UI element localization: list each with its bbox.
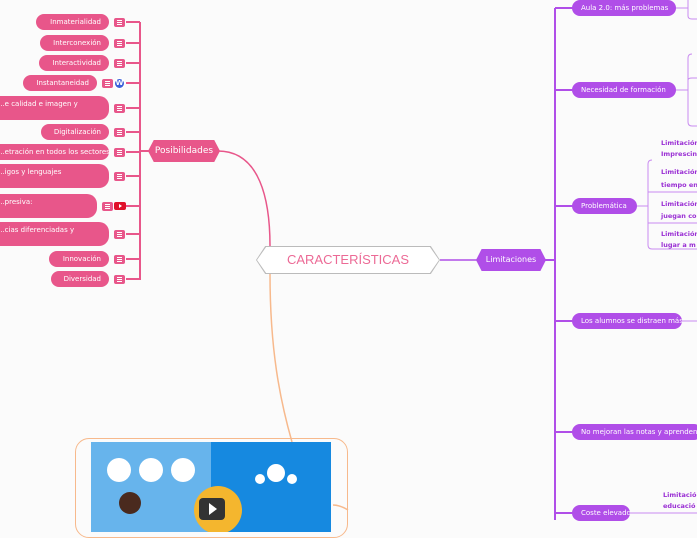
limitacion-line1: Limitación (661, 230, 697, 238)
printer-icon (107, 458, 131, 482)
subtopic-instantaneidad[interactable]: Instantaneidad (23, 75, 97, 91)
central-topic-label: CARACTERÍSTICAS (257, 247, 439, 273)
note-icon[interactable] (114, 148, 125, 157)
limitacion-line2: juegan co (661, 212, 697, 220)
topic-limitaciones[interactable]: Limitaciones (476, 249, 546, 271)
limitacion-item[interactable]: Limitación juegan co (661, 199, 697, 222)
team-icon-left (255, 474, 265, 484)
subtopic-problematica[interactable]: Problemática (572, 198, 637, 214)
subtopic-diferenciadas[interactable]: ...cias diferenciadas y (0, 222, 109, 246)
subtopic-codigos-lenguajes[interactable]: ...igos y lenguajes (0, 164, 109, 188)
central-topic[interactable]: CARACTERÍSTICAS (256, 246, 440, 274)
limitacion-line2: lugar a m (661, 241, 696, 249)
subtopic-interconexion[interactable]: Interconexión (40, 35, 109, 51)
note-icon[interactable] (102, 79, 113, 88)
note-icon[interactable] (114, 128, 125, 137)
note-icon[interactable] (114, 230, 125, 239)
subtopic-calidad-imagen[interactable]: ...e calidad e imagen y (0, 96, 109, 120)
limitacion-line1: Limitación (661, 168, 697, 176)
subtopic-no-mejoran-notas[interactable]: No mejoran las notas y aprenden (572, 424, 697, 440)
subtopic-aula-20[interactable]: Aula 2.0: más problemas (572, 0, 676, 16)
limitacion-item[interactable]: Limitación lugar a m (661, 229, 697, 251)
subtopic-penetracion-sectores[interactable]: ...etración en todos los sectores (0, 144, 109, 160)
limitacion-line2: educació (663, 502, 696, 510)
subtopic-innovacion[interactable]: Innovación (49, 251, 109, 267)
subtopic-expresiva[interactable]: ...presiva: (0, 194, 97, 218)
limitacion-line2: tiempo en (661, 181, 697, 189)
team-icon (267, 464, 285, 482)
limitacion-item[interactable]: Limitació educació (663, 490, 696, 512)
youtube-icon[interactable] (114, 202, 126, 210)
note-icon[interactable] (114, 39, 125, 48)
video-thumbnail[interactable] (91, 442, 331, 532)
note-icon[interactable] (114, 104, 125, 113)
subtopic-alumnos-distraen[interactable]: Los alumnos se distraen más (572, 313, 682, 329)
note-icon[interactable] (114, 275, 125, 284)
phone-icon (171, 458, 195, 482)
subtopic-interactividad[interactable]: Interactividad (39, 55, 109, 71)
character-illustration (119, 492, 141, 514)
subtopic-digitalizacion[interactable]: Digitalización (41, 124, 109, 140)
note-icon[interactable] (102, 202, 113, 211)
wordpress-icon[interactable]: W (114, 78, 125, 89)
limitacion-line1: Limitación (661, 200, 697, 208)
limitacion-item[interactable]: Limitación tiempo en (661, 167, 697, 191)
note-icon[interactable] (114, 18, 125, 27)
limitacion-line2: Imprescin (661, 150, 697, 158)
play-icon[interactable] (199, 498, 225, 520)
subtopic-necesidad-formacion[interactable]: Necesidad de formación (572, 82, 676, 98)
note-icon[interactable] (114, 255, 125, 264)
note-icon[interactable] (114, 172, 125, 181)
connector-lines (126, 0, 697, 520)
team-icon-right (287, 474, 297, 484)
limitacion-line1: Limitación (661, 139, 697, 147)
subtopic-diversidad[interactable]: Diversidad (51, 271, 109, 287)
note-icon[interactable] (114, 59, 125, 68)
subtopic-coste-elevado[interactable]: Coste elevado (572, 505, 630, 521)
wifi-icon (139, 458, 163, 482)
limitacion-line1: Limitació (663, 491, 697, 499)
limitacion-item[interactable]: Limitación Imprescin (661, 138, 697, 160)
topic-posibilidades[interactable]: Posibilidades (148, 140, 220, 162)
subtopic-inmaterialidad[interactable]: Inmaterialidad (36, 14, 109, 30)
